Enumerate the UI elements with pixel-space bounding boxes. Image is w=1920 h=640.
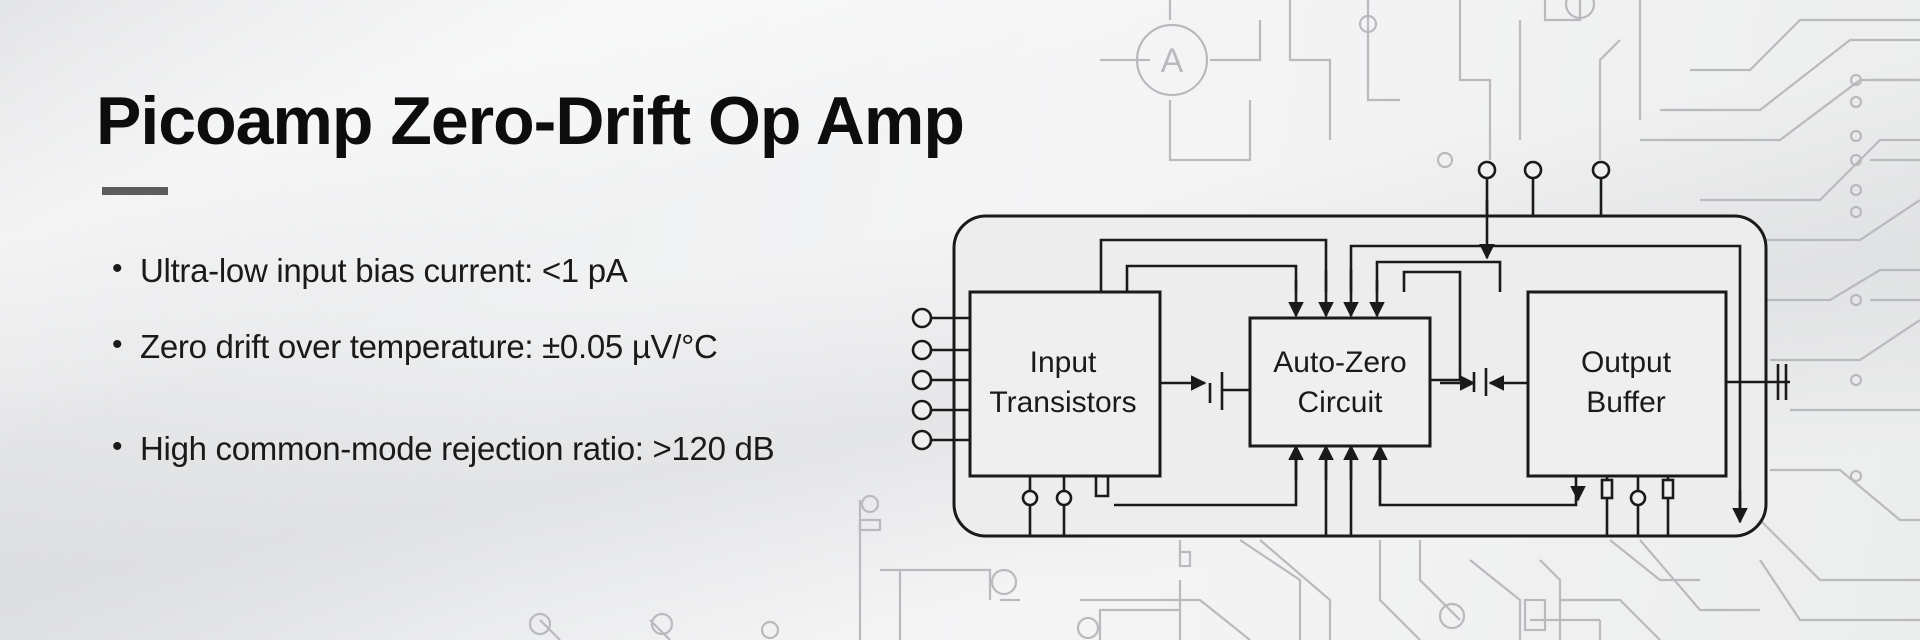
input-pin-terminal <box>911 429 933 451</box>
output-block-label-line1: Output <box>1581 346 1672 379</box>
output-buffer-block <box>1526 290 1728 478</box>
top-pin-terminal <box>1477 160 1497 180</box>
input-pin-terminal <box>911 399 933 421</box>
output-block-label-line2: Buffer <box>1586 386 1666 419</box>
page-title: Picoamp Zero-Drift Op Amp <box>96 83 965 159</box>
top-pin-terminal <box>1523 160 1543 180</box>
top-pin-terminal <box>1591 160 1611 180</box>
autozero-block-label-line1: Auto-Zero <box>1273 346 1406 379</box>
feature-bias-current: Ultra-low input bias current: <1 pA <box>112 252 892 290</box>
input-transistors-block <box>968 290 1162 478</box>
bottom-pin-lead <box>1600 478 1614 500</box>
bottom-pin-lead <box>1661 478 1675 500</box>
auto-zero-circuit-block <box>1248 316 1432 448</box>
ammeter-symbol: A <box>1161 42 1184 80</box>
bottom-pin-terminal <box>1055 489 1073 507</box>
feature-zero-drift: Zero drift over temperature: ±0.05 µV/°C <box>112 328 892 366</box>
bottom-pin-terminal <box>1021 489 1039 507</box>
input-pin-terminal <box>911 339 933 361</box>
feature-list: Ultra-low input bias current: <1 pA Zero… <box>112 252 892 468</box>
autozero-block-label-line2: Circuit <box>1297 386 1383 419</box>
input-pin-terminal <box>911 369 933 391</box>
feature-cmrr: High common-mode rejection ratio: >120 d… <box>112 430 892 468</box>
input-block-label-line1: Input <box>1030 346 1097 379</box>
title-underline <box>102 187 168 195</box>
bottom-pin-terminal <box>1629 489 1647 507</box>
input-pin-terminal <box>911 307 933 329</box>
input-block-label-line2: Transistors <box>989 386 1136 419</box>
